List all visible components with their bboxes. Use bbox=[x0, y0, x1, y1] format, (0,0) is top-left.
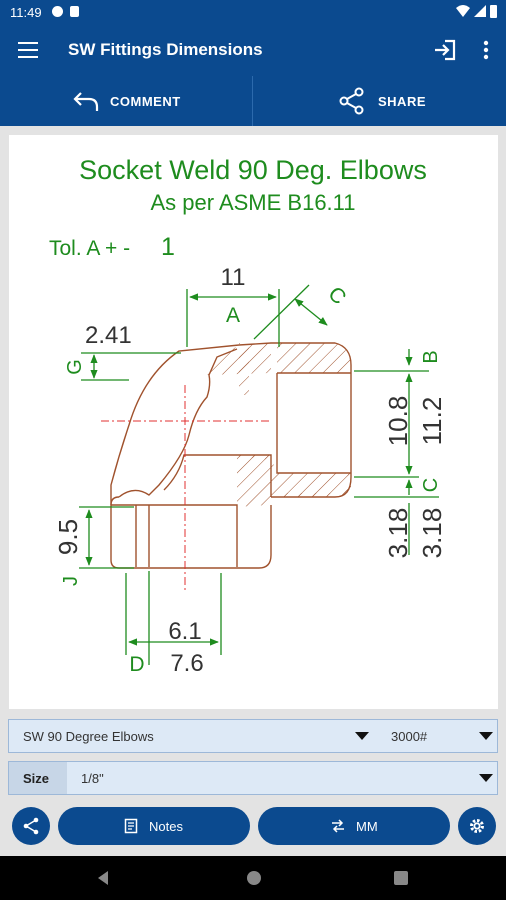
dim-c-label: C bbox=[323, 282, 350, 309]
status-bar: 11:49 bbox=[0, 0, 506, 24]
dim-a-value: 11 bbox=[221, 264, 246, 291]
dim-c-outer-value: 3.18 bbox=[417, 508, 447, 559]
hatch-section bbox=[277, 343, 351, 373]
units-label: MM bbox=[356, 819, 378, 834]
dim-g-value: 2.41 bbox=[85, 322, 132, 349]
dim-d-label: D bbox=[129, 653, 144, 676]
action-bar: COMMENT SHARE bbox=[0, 76, 506, 126]
notes-icon bbox=[124, 818, 138, 834]
size-label: Size bbox=[9, 762, 67, 794]
status-time: 11:49 bbox=[10, 5, 42, 20]
menu-icon[interactable] bbox=[18, 42, 38, 58]
dim-a-label: A bbox=[226, 304, 240, 327]
system-navigation-bar bbox=[0, 856, 506, 900]
app-bar: SW Fittings Dimensions bbox=[0, 24, 506, 76]
app-title: SW Fittings Dimensions bbox=[68, 40, 263, 59]
hatch-section bbox=[221, 455, 271, 507]
elbow-diagram: Socket Weld 90 Deg. Elbows As per ASME B… bbox=[49, 155, 447, 677]
tolerance-value: 1 bbox=[161, 233, 175, 261]
chevron-down-icon bbox=[355, 732, 369, 740]
login-icon[interactable] bbox=[432, 38, 458, 62]
hatch-section bbox=[277, 473, 351, 497]
elbow-outline bbox=[110, 342, 352, 569]
share-button[interactable]: SHARE bbox=[254, 76, 506, 126]
sd-card-icon bbox=[70, 6, 79, 17]
dimension-drawing: Socket Weld 90 Deg. Elbows As per ASME B… bbox=[9, 135, 498, 709]
notification-icon bbox=[52, 6, 63, 17]
dim-b-outer-value: 11.2 bbox=[417, 397, 447, 446]
gear-icon bbox=[470, 819, 484, 833]
reply-icon bbox=[73, 92, 99, 111]
pressure-class-value[interactable]: 3000# bbox=[391, 729, 428, 744]
dim-b-label: B bbox=[420, 350, 442, 363]
dim-j-label: J bbox=[60, 576, 82, 586]
bottom-actions: Notes MM bbox=[0, 805, 506, 849]
recents-icon[interactable] bbox=[394, 871, 408, 885]
size-value: 1/8" bbox=[81, 771, 104, 786]
share-icon bbox=[23, 817, 39, 835]
comment-label: COMMENT bbox=[110, 94, 181, 109]
units-toggle-button[interactable]: MM bbox=[258, 807, 450, 845]
wifi-icon bbox=[456, 5, 470, 17]
dimension-lines bbox=[79, 284, 439, 665]
share-icon bbox=[339, 87, 364, 115]
chevron-down-icon bbox=[479, 774, 493, 782]
dim-c-inner-value: 3.18 bbox=[383, 508, 413, 559]
dim-j-value: 9.5 bbox=[53, 519, 83, 555]
share-label: SHARE bbox=[378, 94, 427, 109]
fitting-type-dropdown[interactable]: SW 90 Degree Elbows 3000# bbox=[8, 719, 498, 753]
dim-d-outer-value: 7.6 bbox=[170, 650, 203, 677]
center-lines bbox=[101, 385, 271, 590]
fitting-type-value: SW 90 Degree Elbows bbox=[23, 729, 154, 744]
home-icon[interactable] bbox=[246, 870, 262, 886]
drawing-title: Socket Weld 90 Deg. Elbows bbox=[79, 155, 427, 185]
dim-b-inner-value: 10.8 bbox=[383, 396, 413, 447]
dim-d-inner-value: 6.1 bbox=[168, 618, 201, 645]
settings-button[interactable] bbox=[458, 807, 496, 845]
tolerance-text: Tol. A + - bbox=[49, 237, 130, 260]
swap-icon bbox=[332, 819, 344, 833]
back-icon[interactable] bbox=[96, 870, 110, 886]
dim-g-label: G bbox=[64, 359, 86, 375]
battery-icon bbox=[490, 5, 497, 18]
share-round-button[interactable] bbox=[12, 807, 50, 845]
notes-label: Notes bbox=[149, 819, 183, 834]
hatch-section bbox=[207, 343, 271, 375]
notes-button[interactable]: Notes bbox=[58, 807, 250, 845]
drawing-subtitle: As per ASME B16.11 bbox=[150, 190, 355, 215]
signal-icon bbox=[474, 5, 486, 17]
more-options-icon[interactable] bbox=[474, 38, 498, 62]
dim-c-side-label: C bbox=[420, 478, 442, 492]
comment-button[interactable]: COMMENT bbox=[0, 76, 253, 126]
chevron-down-icon bbox=[479, 732, 493, 740]
size-dropdown[interactable]: Size 1/8" bbox=[8, 761, 498, 795]
